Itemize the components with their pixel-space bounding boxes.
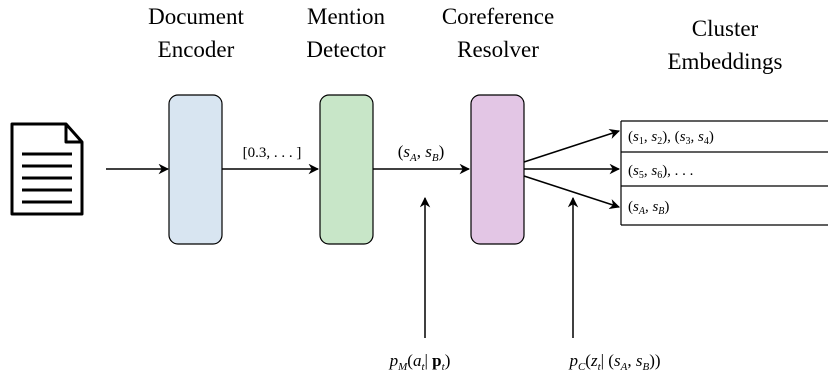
document-encoder-box (168, 94, 223, 245)
cluster-row-1: (s1, s2), (s3, s4) (628, 129, 714, 147)
detector-title-line1: Mention (307, 4, 385, 29)
encoder-output-label: [0.3, . . . ] (243, 145, 302, 161)
resolver-title-line2: Resolver (457, 37, 539, 62)
encoder-title-line1: Document (148, 4, 244, 29)
detector-title-line2: Detector (306, 37, 386, 62)
resolver-to-cluster3-arrow (523, 175, 620, 210)
encoder-title-line2: Encoder (158, 37, 235, 62)
cluster-title-line2: Embeddings (668, 49, 783, 74)
coref-prob-label: pC(zt| (sA, sB)) (568, 351, 660, 373)
coreference-resolver-box (470, 94, 525, 245)
cluster-row-2: (s5, s6), . . . (628, 163, 693, 181)
cluster-row-3: (sA, sB) (628, 199, 669, 217)
cluster-title-line1: Cluster (692, 16, 759, 41)
resolver-title-line1: Coreference (442, 4, 554, 29)
detector-output-label: (sA, sB) (398, 142, 445, 164)
mention-prob-label: pM(at| pt) (389, 351, 451, 373)
document-icon (10, 122, 84, 216)
mention-detector-box (319, 94, 374, 245)
resolver-to-cluster1-arrow (523, 128, 620, 163)
cluster-table (620, 120, 828, 226)
